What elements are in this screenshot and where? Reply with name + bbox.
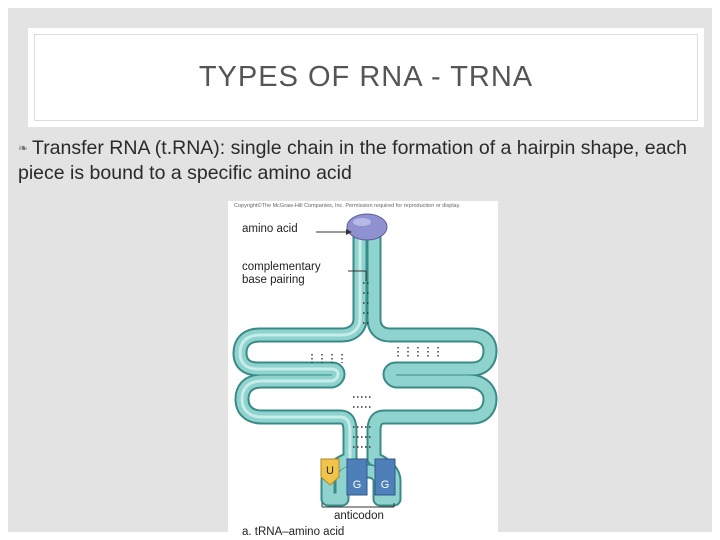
bullet-text-block: ❧Transfer RNA (t.RNA): single chain in t… bbox=[18, 136, 708, 186]
trna-figure: Copyright©The McGraw-Hill Companies, Inc… bbox=[228, 201, 498, 540]
figure-caption: a. tRNA–amino acid bbox=[242, 526, 344, 538]
trna-diagram: U G G bbox=[228, 201, 498, 540]
base-g-label-1: G bbox=[353, 479, 362, 491]
leaf-bullet-icon: ❧ bbox=[18, 136, 32, 161]
slide-title: TYPES OF RNA - TRNA bbox=[199, 61, 533, 94]
label-amino-acid: amino acid bbox=[242, 223, 298, 235]
title-frame: TYPES OF RNA - TRNA bbox=[34, 34, 698, 121]
label-complementary: complementary bbox=[242, 261, 321, 273]
base-u-label: U bbox=[326, 465, 334, 477]
label-base-pairing: base pairing bbox=[242, 274, 305, 286]
bullet-text: Transfer RNA (t.RNA): single chain in th… bbox=[18, 137, 687, 184]
label-anticodon: anticodon bbox=[334, 510, 384, 522]
base-g-label-2: G bbox=[381, 479, 390, 491]
amino-acid-shape bbox=[347, 214, 387, 240]
title-box: TYPES OF RNA - TRNA bbox=[28, 28, 704, 127]
amino-acid-highlight bbox=[353, 218, 371, 226]
